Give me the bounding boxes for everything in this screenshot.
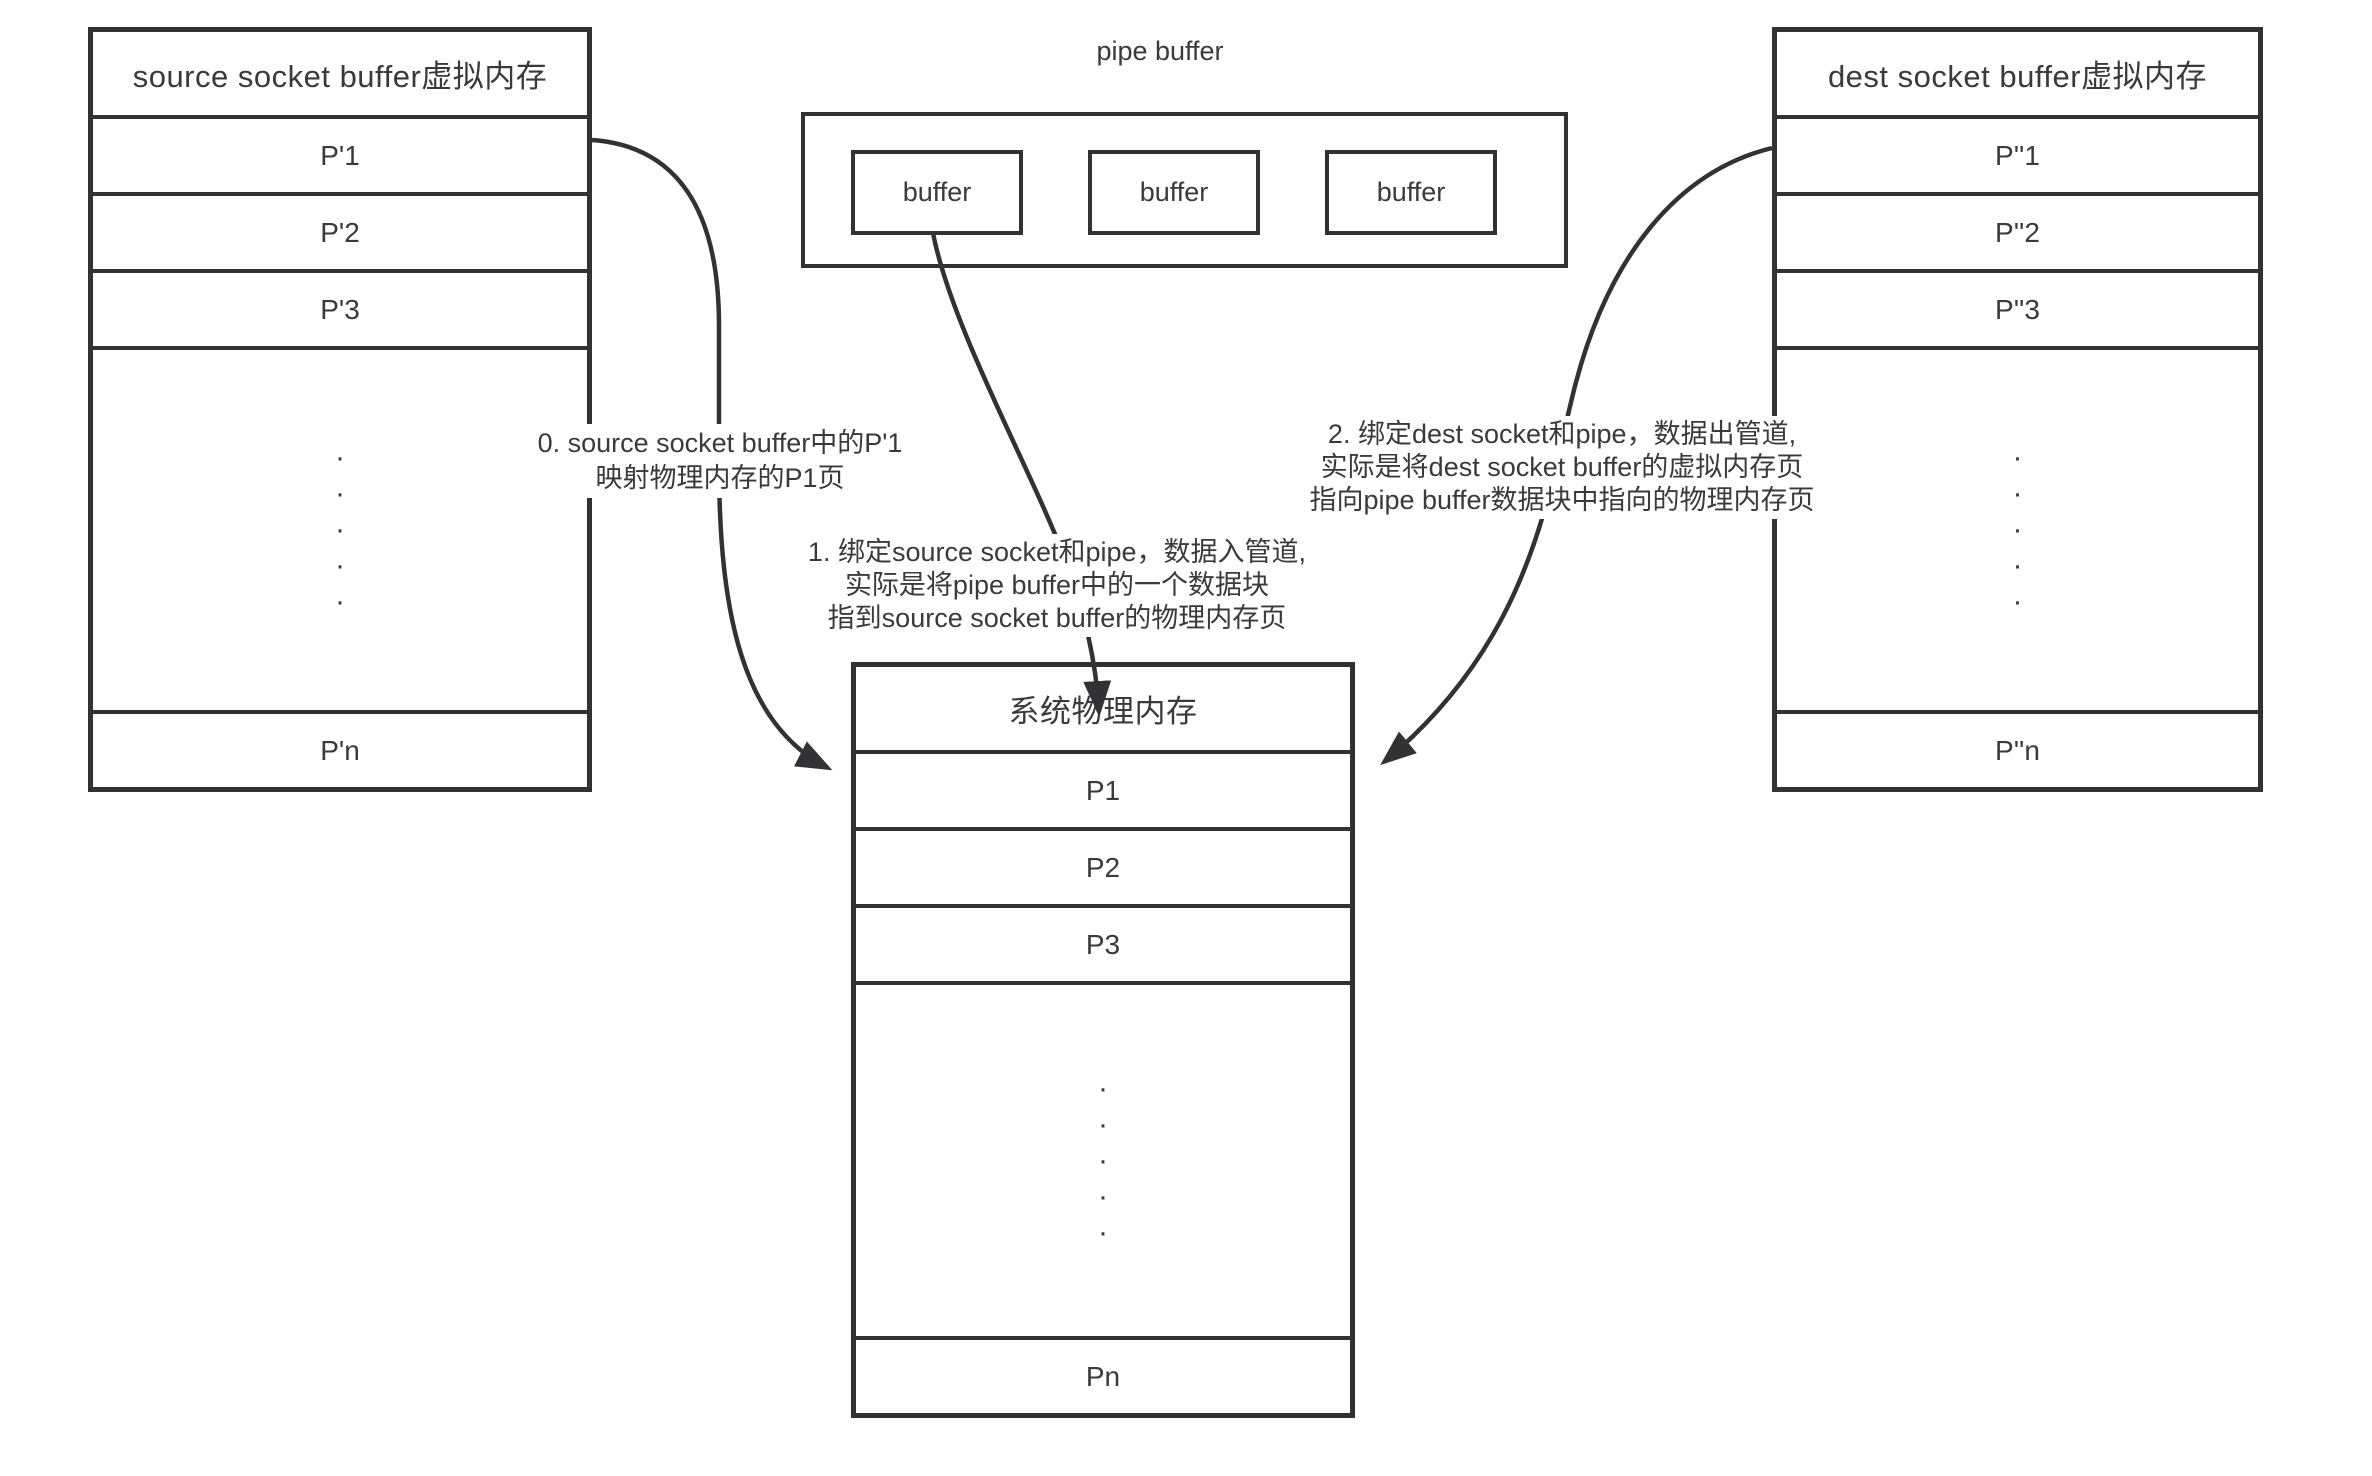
pipe-buffer-box: buffer buffer buffer bbox=[801, 112, 1568, 268]
physical-box-title: 系统物理内存 bbox=[1008, 694, 1198, 729]
source-page-pn: P'n bbox=[93, 710, 587, 787]
annotation-step2-line3: 指向pipe buffer数据块中指向的物理内存页 bbox=[1309, 485, 1815, 515]
source-box-title: source socket buffer虚拟内存 bbox=[132, 59, 548, 94]
physical-page-p2: P2 bbox=[856, 827, 1350, 904]
physical-page-p1: P1 bbox=[856, 750, 1350, 827]
physical-memory-box: 系统物理内存 P1 P2 P3 · · · · · Pn bbox=[851, 662, 1355, 1418]
annotation-step1-line3: 指到source socket buffer的物理内存页 bbox=[827, 603, 1287, 633]
dest-ellipsis: · · · · · bbox=[1777, 346, 2258, 710]
annotation-step1-line2: 实际是将pipe buffer中的一个数据块 bbox=[844, 570, 1270, 600]
physical-ellipsis: · · · · · bbox=[856, 981, 1350, 1336]
dest-box-title: dest socket buffer虚拟内存 bbox=[1827, 59, 2208, 94]
pipe-buffer-label: pipe buffer bbox=[1096, 36, 1224, 66]
pipe-buffer-slot-1: buffer bbox=[851, 150, 1023, 235]
source-page-p1: P'1 bbox=[93, 115, 587, 192]
annotation-step1-line1: 1. 绑定source socket和pipe，数据入管道, bbox=[807, 537, 1307, 567]
dest-page-p2: P''2 bbox=[1777, 192, 2258, 269]
dest-socket-buffer-box: dest socket buffer虚拟内存 P''1 P''2 P''3 · … bbox=[1772, 27, 2263, 792]
annotation-step2: 2. 绑定dest socket和pipe，数据出管道, 实际是将dest so… bbox=[1305, 416, 1819, 519]
dest-page-p3: P''3 bbox=[1777, 269, 2258, 346]
pipe-buffer-slot-2: buffer bbox=[1088, 150, 1260, 235]
arrow-pipe-to-physical bbox=[930, 232, 1112, 717]
physical-page-p3: P3 bbox=[856, 904, 1350, 981]
source-ellipsis: · · · · · bbox=[93, 346, 587, 710]
annotation-step1: 1. 绑定source socket和pipe，数据入管道, 实际是将pipe … bbox=[803, 534, 1311, 637]
physical-page-pn: Pn bbox=[856, 1336, 1350, 1413]
annotation-step0-line2: 映射物理内存的P1页 bbox=[595, 463, 845, 493]
dest-page-pn: P''n bbox=[1777, 710, 2258, 787]
annotation-step0-line1: 0. source socket buffer中的P'1 bbox=[537, 428, 903, 458]
source-page-p3: P'3 bbox=[93, 269, 587, 346]
annotation-step2-line2: 实际是将dest socket buffer的虚拟内存页 bbox=[1320, 452, 1804, 482]
source-socket-buffer-box: source socket buffer虚拟内存 P'1 P'2 P'3 · ·… bbox=[88, 27, 592, 792]
dest-page-p1: P''1 bbox=[1777, 115, 2258, 192]
pipe-buffer-slot-3: buffer bbox=[1325, 150, 1497, 235]
source-page-p2: P'2 bbox=[93, 192, 587, 269]
annotation-step0: 0. source socket buffer中的P'1 映射物理内存的P1页 bbox=[533, 424, 907, 498]
annotation-step2-line1: 2. 绑定dest socket和pipe，数据出管道, bbox=[1327, 419, 1797, 449]
